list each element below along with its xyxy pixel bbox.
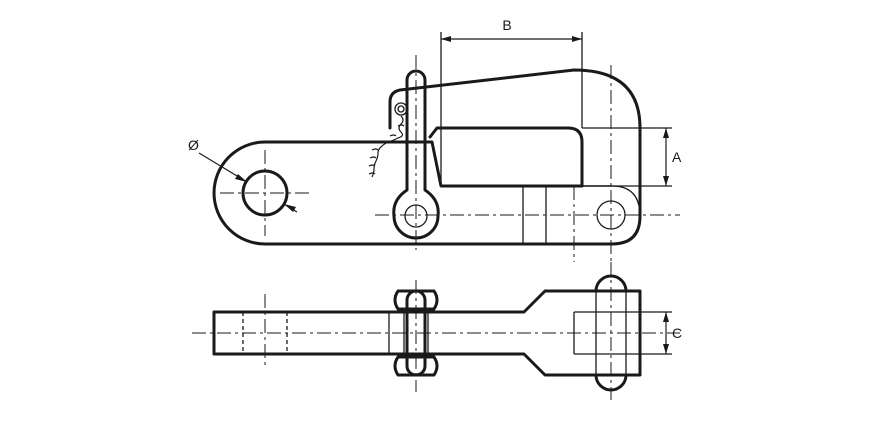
plan-bar-outline	[212, 289, 642, 377]
plan-pin-cap-top	[393, 289, 439, 311]
side-view: B A Ø	[188, 17, 682, 262]
dim-b-arrow-right	[572, 36, 582, 42]
dim-b-label: B	[502, 17, 511, 33]
dim-c-label: C	[672, 325, 682, 341]
plan-view: C	[192, 262, 682, 400]
plan-pin-cap-bottom	[393, 355, 439, 377]
body-outline	[212, 68, 642, 246]
locking-pin	[392, 69, 440, 240]
dim-c-arrow-top	[663, 312, 669, 322]
dim-a-arrow-top	[663, 128, 669, 138]
dim-c-arrow-bottom	[663, 344, 669, 354]
dim-b-arrow-left	[441, 36, 451, 42]
diameter-arrow-1	[235, 174, 247, 182]
diameter-arrow-2	[284, 204, 296, 212]
dim-a-arrow-bottom	[663, 176, 669, 186]
dim-a-label: A	[672, 149, 682, 165]
pin-ring-inner	[397, 105, 405, 113]
pin-ring	[394, 102, 408, 116]
pin-chain-links	[368, 124, 405, 175]
pin-chain	[371, 115, 404, 178]
diameter-label: Ø	[188, 137, 199, 153]
